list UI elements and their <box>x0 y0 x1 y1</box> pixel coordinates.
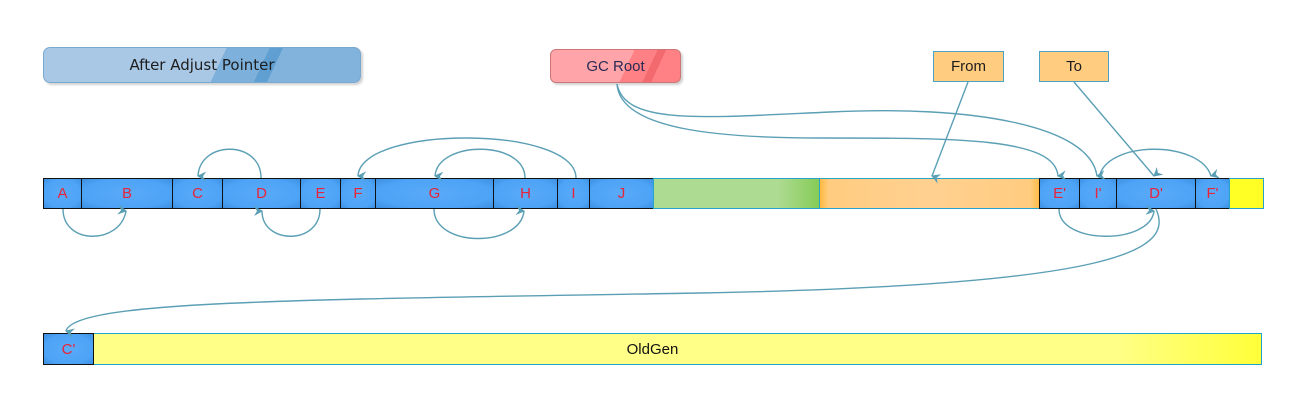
object-j: J <box>589 178 654 209</box>
to-label: To <box>1039 51 1109 82</box>
object-g: G <box>375 178 494 209</box>
old-gen-label: OldGen <box>626 340 679 358</box>
diagram-title: After Adjust Pointer <box>43 47 361 83</box>
arrow-to-to-d-prime <box>1073 81 1164 177</box>
arrow-h-to-g <box>434 148 526 182</box>
arrow-e-to-d <box>253 206 321 237</box>
object-c: C <box>172 178 223 209</box>
object-i: I <box>557 178 590 209</box>
arrow-d-to-c <box>197 148 262 182</box>
eden-free-space <box>653 178 820 209</box>
arrow-e-prime-to-d-prime <box>1058 205 1155 237</box>
arrow-gcroot-to-i-prime <box>616 83 1106 180</box>
object-e-prime: E' <box>1039 178 1080 209</box>
from-label: From <box>933 51 1004 82</box>
old-gen-region: OldGen <box>43 333 1262 365</box>
gc-root-box: GC Root <box>550 49 681 83</box>
object-a: A <box>43 178 82 209</box>
object-d-prime: D' <box>1116 178 1196 209</box>
arrow-from-to-space <box>931 81 969 184</box>
object-h: H <box>493 178 558 209</box>
arrow-d-prime-to-c-prime <box>65 208 1160 339</box>
object-c-prime: C' <box>43 333 94 365</box>
arrow-g-to-h <box>433 205 525 240</box>
arrow-i-to-f <box>357 137 577 182</box>
object-f: F <box>340 178 376 209</box>
object-e: E <box>300 178 341 209</box>
from-space <box>819 178 1040 209</box>
to-space-free <box>1229 178 1264 209</box>
object-f-prime: F' <box>1195 178 1230 209</box>
arrow-a-to-b <box>62 204 127 237</box>
arrow-gcroot-to-e-prime <box>616 83 1067 181</box>
arrow-i-prime-to-f-prime <box>1098 148 1221 179</box>
object-b: B <box>81 178 173 209</box>
object-i-prime: I' <box>1079 178 1117 209</box>
object-d: D <box>222 178 301 209</box>
